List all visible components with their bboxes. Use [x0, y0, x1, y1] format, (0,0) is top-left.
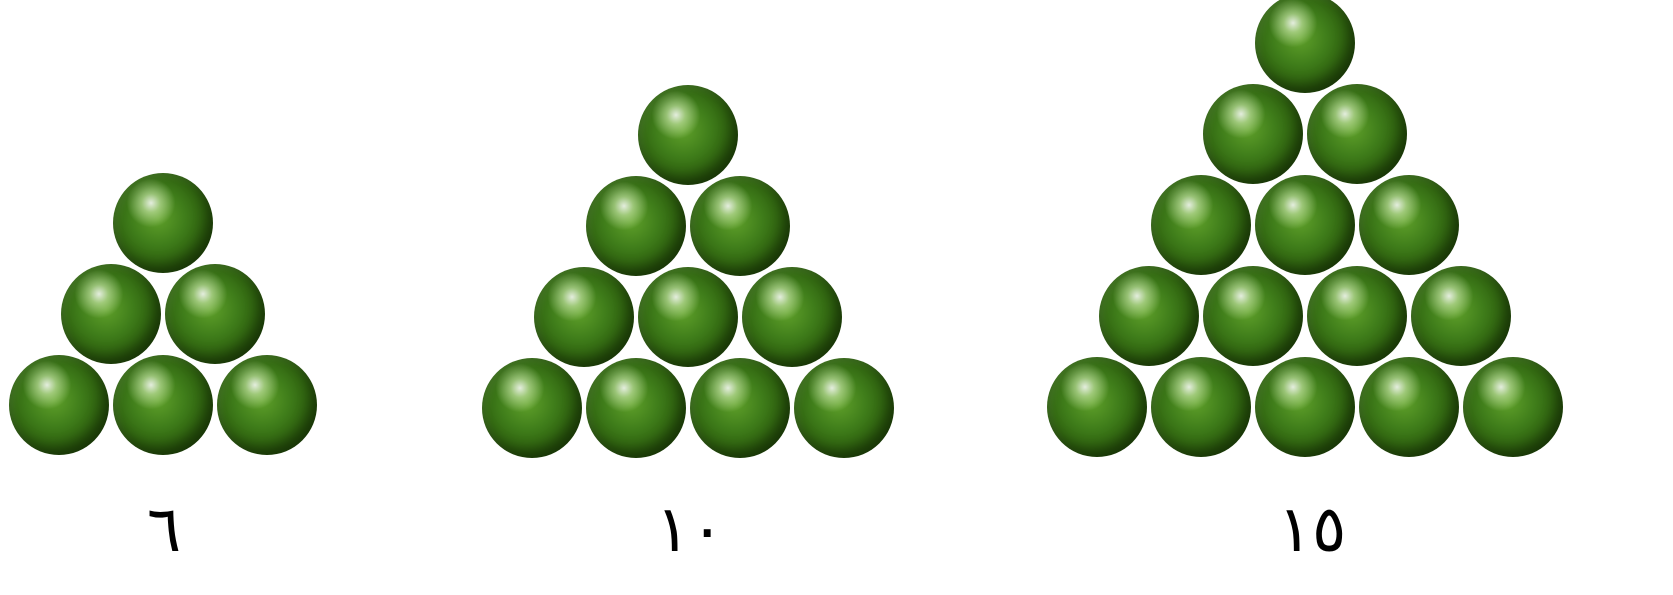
- ball: [534, 267, 634, 367]
- ball: [1411, 266, 1511, 366]
- ball: [1463, 357, 1563, 457]
- ball: [1099, 266, 1199, 366]
- ball: [1255, 0, 1355, 93]
- ball: [1359, 357, 1459, 457]
- count-label-6: ٦: [64, 498, 264, 562]
- ball: [482, 358, 582, 458]
- ball: [1359, 175, 1459, 275]
- ball: [1151, 357, 1251, 457]
- ball: [1047, 357, 1147, 457]
- ball: [586, 176, 686, 276]
- ball: [1203, 266, 1303, 366]
- ball: [1255, 175, 1355, 275]
- ball: [1255, 357, 1355, 457]
- ball: [638, 85, 738, 185]
- ball: [1307, 266, 1407, 366]
- ball: [1203, 84, 1303, 184]
- count-label-15: ١٥: [1212, 498, 1412, 562]
- ball: [690, 176, 790, 276]
- ball: [9, 355, 109, 455]
- ball: [1307, 84, 1407, 184]
- ball: [113, 173, 213, 273]
- ball: [61, 264, 161, 364]
- ball: [794, 358, 894, 458]
- ball: [113, 355, 213, 455]
- ball: [690, 358, 790, 458]
- ball: [217, 355, 317, 455]
- count-label-10: ١٠: [590, 498, 790, 562]
- ball: [742, 267, 842, 367]
- ball: [165, 264, 265, 364]
- ball: [1151, 175, 1251, 275]
- ball: [586, 358, 686, 458]
- ball: [638, 267, 738, 367]
